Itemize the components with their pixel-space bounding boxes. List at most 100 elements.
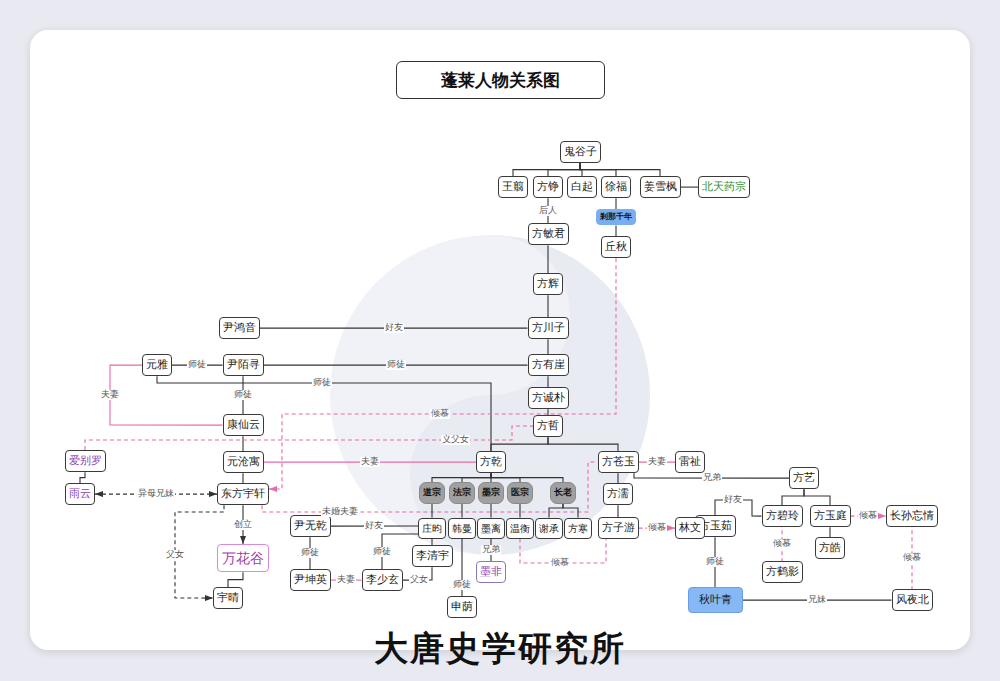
person-box: 墨非 (476, 561, 506, 583)
person-name: 方哲 (537, 419, 559, 432)
relation-label: 兄弟 (702, 473, 722, 483)
person-box: 元沧寓 (223, 451, 264, 473)
person-box: 方寒 (564, 518, 592, 539)
person-name: 方铮 (537, 180, 559, 193)
person-name: 方艺 (793, 471, 815, 484)
relation-label: 父女 (165, 550, 185, 560)
person-box: 温衡 (506, 518, 534, 539)
relation-line (563, 504, 578, 518)
person-box: 墨离 (477, 518, 505, 539)
person-box: 北天药宗 (698, 176, 750, 198)
relation-line (262, 462, 598, 512)
person-box: 秋叶青 (688, 587, 743, 613)
person-name: 鬼谷子 (564, 145, 597, 158)
person-name: 方辉 (537, 277, 559, 290)
person-box: 方乾 (476, 451, 506, 473)
person-name: 医宗 (511, 487, 529, 497)
person-name: 姜雪枫 (644, 180, 677, 193)
person-box: 方有崖 (528, 354, 569, 376)
person-box: 方玉庭 (810, 505, 851, 527)
relation-line (681, 187, 699, 188)
person-name: 方子游 (602, 521, 635, 534)
person-box: 方艺 (789, 467, 819, 489)
relation-label: 倾慕 (858, 511, 878, 521)
person-name: 道宗 (423, 487, 441, 497)
person-name: 北天药宗 (702, 180, 746, 193)
person-box: 风夜北 (892, 589, 933, 611)
person-box: 申荫 (447, 596, 477, 618)
relation-line (615, 198, 616, 209)
relation-label: 夫妻 (360, 457, 380, 467)
relation-label: 夫妻 (100, 390, 120, 400)
relation-line (547, 245, 548, 273)
person-name: 徐福 (605, 180, 627, 193)
relation-line (491, 437, 548, 451)
relation-label: 师徒 (705, 557, 725, 567)
person-box: 林文 (675, 517, 705, 539)
relation-line (548, 437, 618, 451)
person-name: 尹无乾 (294, 519, 327, 532)
person-box: 长老 (550, 482, 576, 504)
person-name: 尹坤英 (294, 573, 327, 586)
person-box: 尹坤英 (290, 569, 331, 591)
person-name: 庄昀 (422, 523, 442, 534)
person-name: 李少玄 (366, 573, 399, 586)
relation-label: 好友 (384, 323, 404, 333)
person-name: 方皓 (819, 541, 841, 554)
person-name: 长孙忘情 (890, 509, 934, 522)
person-name: 墨宗 (482, 487, 500, 497)
relation-label: 倾慕 (772, 539, 792, 549)
relation-label: 师徒 (372, 547, 392, 557)
relation-line (548, 163, 580, 176)
relation-line (580, 163, 660, 176)
relation-label: 好友 (364, 521, 384, 531)
person-box: 万花谷 (217, 544, 269, 572)
relation-label: 倾慕 (902, 553, 922, 563)
person-name: 方碧玲 (766, 509, 799, 522)
person-name: 林文 (679, 521, 701, 534)
person-box: 方子游 (598, 517, 639, 539)
person-name: 方玉庭 (814, 509, 847, 522)
person-box: 徐福 (601, 176, 631, 198)
person-name: 方诚朴 (532, 391, 565, 404)
relation-line (549, 504, 563, 518)
relation-label: 义父女 (441, 435, 470, 445)
person-box: 医宗 (507, 482, 533, 504)
person-box: 方濡 (603, 483, 633, 505)
person-box: 方诚朴 (528, 387, 569, 409)
person-name: 康仙云 (227, 418, 260, 431)
relation-label: 夫妻 (647, 457, 667, 467)
relation-line (491, 473, 563, 482)
relation-line (547, 295, 548, 317)
person-name: 方苍玉 (602, 455, 635, 468)
person-box: 道宗 (419, 482, 445, 504)
person-box: 方敏君 (528, 223, 569, 245)
person-box: 方川子 (528, 317, 569, 339)
relation-line (228, 572, 243, 587)
person-name: 墨离 (481, 523, 501, 534)
person-box: 元雅 (142, 354, 172, 376)
relation-label: 师徒 (300, 548, 320, 558)
person-box: 尹鸿音 (219, 317, 260, 339)
relation-line (547, 339, 548, 354)
person-box: 方鹤影 (762, 561, 803, 583)
person-name: 秋叶青 (699, 593, 732, 606)
relation-line (513, 163, 580, 176)
relation-line (782, 489, 804, 505)
person-name: 爱别罗 (69, 454, 102, 467)
person-name: 长老 (554, 487, 572, 497)
relation-label: 兄弟 (481, 545, 501, 555)
relation-line (431, 504, 432, 518)
person-box: 爱别罗 (65, 450, 106, 472)
person-box: 方皓 (815, 537, 845, 559)
relation-line (617, 473, 618, 483)
person-name: 雨云 (69, 487, 91, 500)
person-box: 方铮 (533, 176, 563, 198)
relation-line (242, 473, 243, 483)
relation-label: 倾慕 (647, 523, 667, 533)
relation-label: 好友 (723, 495, 743, 505)
relation-label: 师徒 (452, 580, 472, 590)
person-box: 韩曼 (448, 518, 476, 539)
person-box: 法宗 (449, 482, 475, 504)
relation-line (519, 504, 520, 518)
